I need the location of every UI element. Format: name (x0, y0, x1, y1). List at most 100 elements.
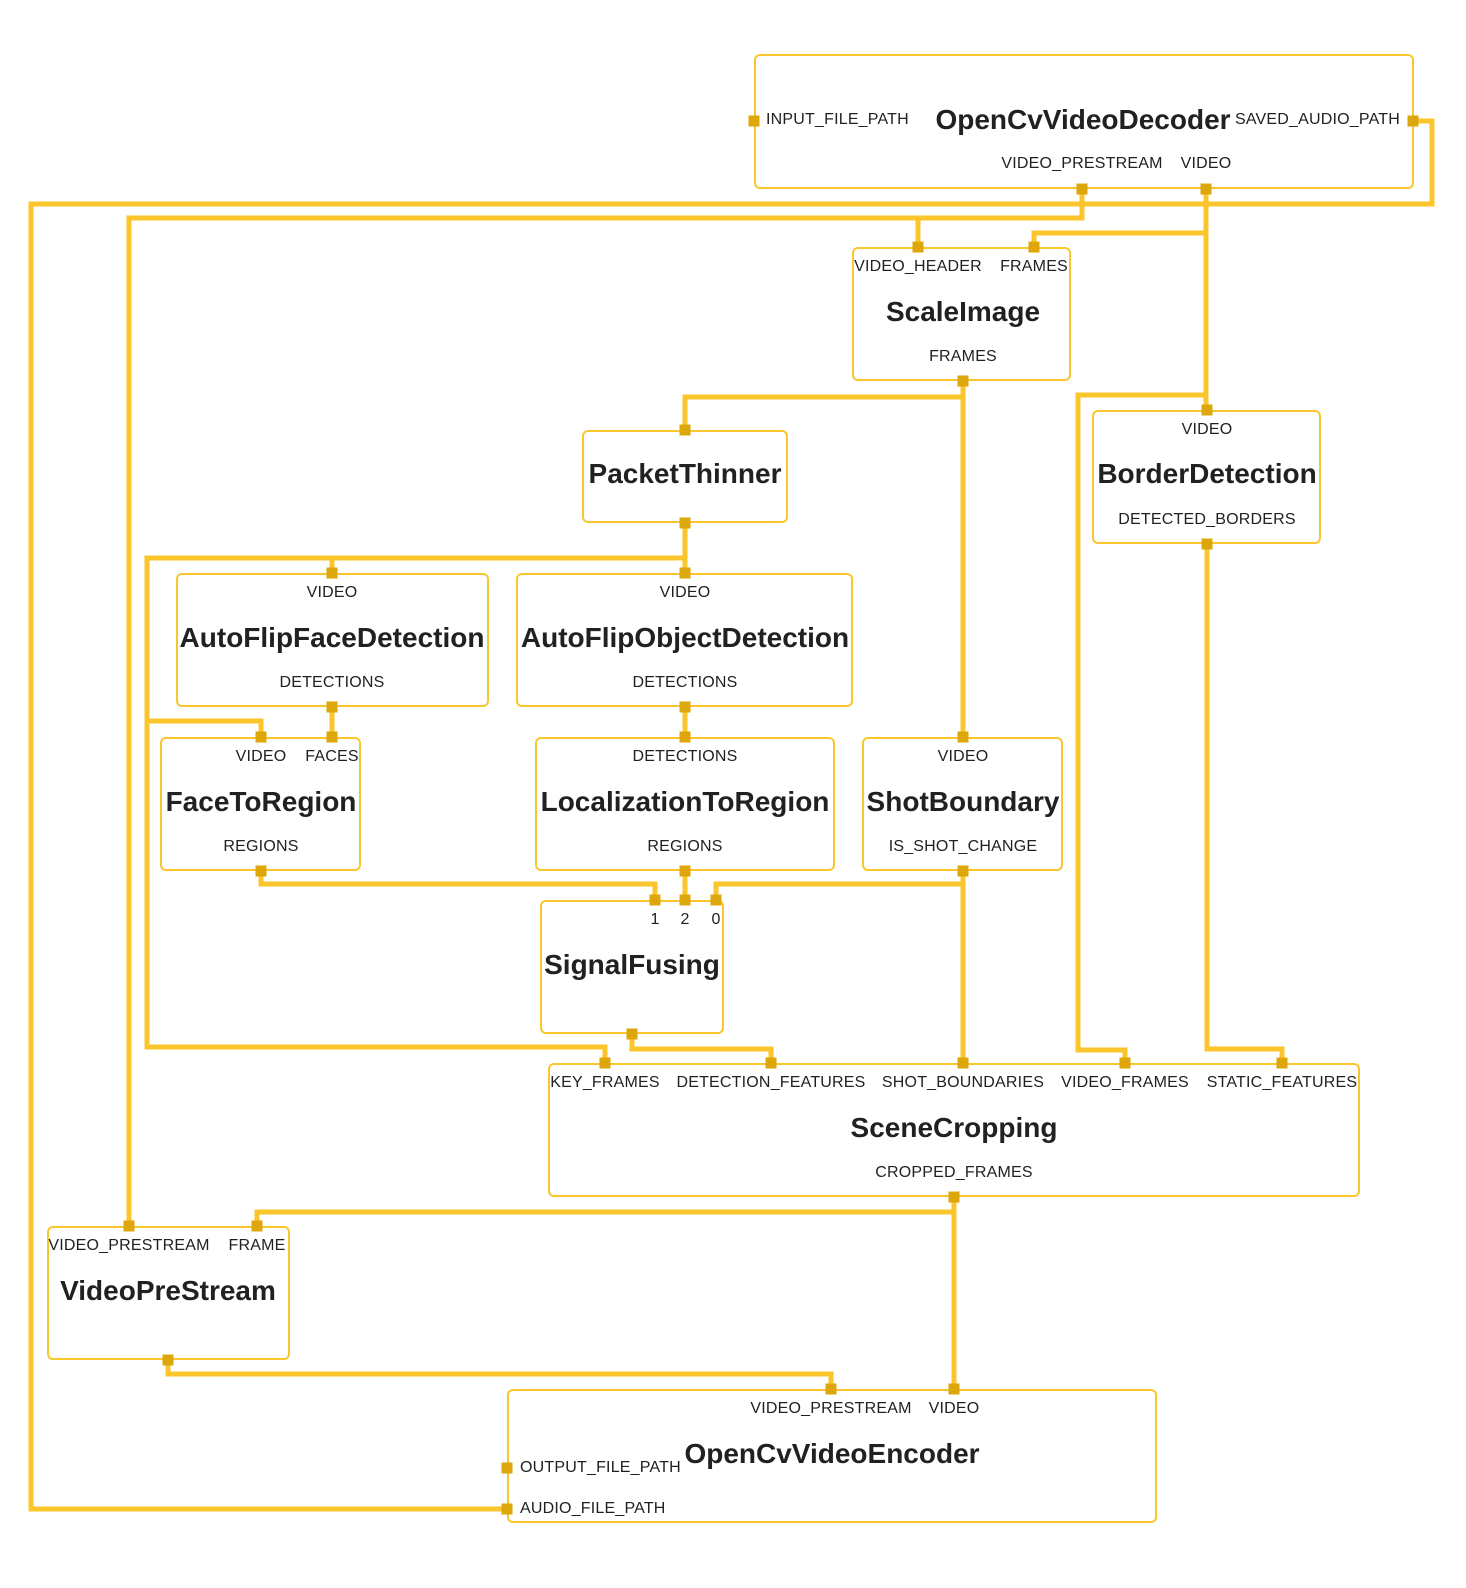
port-label-enc-prestream: VIDEO_PRESTREAM (750, 1400, 912, 1417)
port-label-vps-frame: FRAME (228, 1237, 286, 1254)
port-fusing-2[interactable] (679, 894, 691, 906)
port-vps-frame[interactable] (251, 1220, 263, 1232)
port-enc-video[interactable] (948, 1383, 960, 1395)
port-fusing-0[interactable] (710, 894, 722, 906)
node-title-autoflip-object-detection: AutoFlipObjectDetection (520, 622, 850, 653)
port-label-video-frames: VIDEO_FRAMES (1061, 1074, 1189, 1091)
port-l2r-out[interactable] (679, 865, 691, 877)
port-l2r-in[interactable] (679, 731, 691, 743)
node-title-scale-image: ScaleImage (885, 296, 1041, 327)
node-title-face-to-region: FaceToRegion (165, 786, 357, 817)
edge-border-to-scene (1204, 544, 1285, 1063)
edge-shot-to-fusing (713, 871, 966, 900)
port-label-f2r-regions: REGIONS (223, 838, 299, 855)
port-label-face-video: VIDEO (306, 584, 358, 601)
port-label-border-video: VIDEO (1181, 421, 1233, 438)
port-enc-output[interactable] (501, 1462, 513, 1474)
node-opencv-video-encoder[interactable] (507, 1389, 1157, 1523)
port-scale-header[interactable] (912, 241, 924, 253)
port-thinner-out[interactable] (679, 517, 691, 529)
port-decoder-prestream[interactable] (1076, 183, 1088, 195)
port-label-video-prestream-out: VIDEO_PRESTREAM (1001, 155, 1163, 172)
port-label-shot-video: VIDEO (937, 748, 989, 765)
port-objdet-out[interactable] (679, 701, 691, 713)
port-vps-out[interactable] (162, 1354, 174, 1366)
port-enc-audio[interactable] (501, 1503, 513, 1515)
port-label-enc-video: VIDEO (928, 1400, 980, 1417)
node-signal-fusing[interactable] (540, 900, 724, 1034)
port-label-key-frames: KEY_FRAMES (550, 1074, 660, 1091)
port-f2r-out[interactable] (255, 865, 267, 877)
port-label-video-header: VIDEO_HEADER (854, 258, 982, 275)
node-title-video-pre-stream: VideoPreStream (60, 1275, 276, 1306)
port-label-output-file-path: OUTPUT_FILE_PATH (520, 1459, 681, 1476)
port-label-audio-file-path: AUDIO_FILE_PATH (520, 1500, 666, 1517)
node-title-opencv-video-decoder: OpenCvVideoDecoder (935, 104, 1231, 135)
port-shot-in[interactable] (957, 731, 969, 743)
edge-thinner-to-f2rvideo (147, 718, 264, 737)
port-thinner-in[interactable] (679, 424, 691, 436)
port-label-video-out: VIDEO (1180, 155, 1232, 172)
node-title-autoflip-face-detection: AutoFlipFaceDetection (179, 622, 485, 653)
port-scene-static[interactable] (1276, 1057, 1288, 1069)
edge-f2r-to-fusing (258, 871, 658, 900)
edge-vps-to-encoder (165, 1360, 834, 1389)
port-border-video[interactable] (1201, 404, 1213, 416)
node-title-opencv-video-encoder: OpenCvVideoEncoder (684, 1438, 980, 1469)
port-fusing-out[interactable] (626, 1028, 638, 1040)
port-shot-out[interactable] (957, 865, 969, 877)
port-enc-prestream[interactable] (825, 1383, 837, 1395)
port-decoder-input-file[interactable] (748, 115, 760, 127)
port-label-object-detections: DETECTIONS (632, 674, 738, 691)
port-fusing-1[interactable] (649, 894, 661, 906)
edge-audio-to-encoder (28, 118, 1435, 1512)
port-label-input-file-path: INPUT_FILE_PATH (766, 111, 909, 128)
port-label-frames-in: FRAMES (1000, 258, 1068, 275)
port-label-frames-out: FRAMES (929, 348, 997, 365)
edge-prestream-to-vps (126, 189, 1085, 1226)
port-scene-key[interactable] (599, 1057, 611, 1069)
port-f2r-video[interactable] (255, 731, 267, 743)
edge-scene-to-vps (254, 1197, 957, 1226)
port-label-static-features: STATIC_FEATURES (1206, 1074, 1358, 1091)
edge-fusing-to-scene (629, 1034, 774, 1063)
port-label-l2r-detections: DETECTIONS (632, 748, 738, 765)
port-label-face-detections: DETECTIONS (279, 674, 385, 691)
port-facedet-in[interactable] (326, 567, 338, 579)
port-scene-out[interactable] (948, 1191, 960, 1203)
node-border-detection[interactable] (1092, 410, 1321, 544)
port-label-fusing-2: 2 (680, 911, 690, 928)
node-title-shot-boundary: ShotBoundary (866, 786, 1060, 817)
edge-thinner-to-keyframes (144, 555, 608, 1063)
node-autoflip-object-detection[interactable] (516, 573, 853, 707)
port-label-cropped-frames: CROPPED_FRAMES (875, 1164, 1033, 1181)
port-label-fusing-1: 1 (650, 911, 660, 928)
edge-video-to-scale (1031, 189, 1209, 247)
port-scene-vframes[interactable] (1119, 1057, 1131, 1069)
node-autoflip-face-detection[interactable] (176, 573, 489, 707)
port-objdet-in[interactable] (679, 567, 691, 579)
port-decoder-video[interactable] (1200, 183, 1212, 195)
port-vps-prestream[interactable] (123, 1220, 135, 1232)
port-facedet-out[interactable] (326, 701, 338, 713)
port-f2r-faces[interactable] (326, 731, 338, 743)
port-label-detection-features: DETECTION_FEATURES (676, 1074, 866, 1091)
node-title-border-detection: BorderDetection (1097, 458, 1317, 489)
port-label-l2r-regions: REGIONS (647, 838, 723, 855)
port-label-detected-borders: DETECTED_BORDERS (1118, 511, 1296, 528)
port-label-saved-audio-path: SAVED_AUDIO_PATH (1234, 111, 1400, 128)
node-scale-image[interactable] (852, 247, 1071, 381)
port-decoder-saved-audio[interactable] (1407, 115, 1419, 127)
node-shot-boundary[interactable] (862, 737, 1063, 871)
port-label-shot-boundaries: SHOT_BOUNDARIES (881, 1074, 1045, 1091)
node-opencv-video-decoder[interactable] (754, 54, 1414, 189)
edge-prestream-to-scale (915, 215, 1082, 247)
port-border-out[interactable] (1201, 538, 1213, 550)
node-title-localization-to-region: LocalizationToRegion (540, 786, 830, 817)
port-scene-shot[interactable] (957, 1057, 969, 1069)
port-scale-frames-out[interactable] (957, 375, 969, 387)
port-scene-det[interactable] (765, 1057, 777, 1069)
port-scale-frames-in[interactable] (1028, 241, 1040, 253)
port-label-object-video: VIDEO (659, 584, 711, 601)
